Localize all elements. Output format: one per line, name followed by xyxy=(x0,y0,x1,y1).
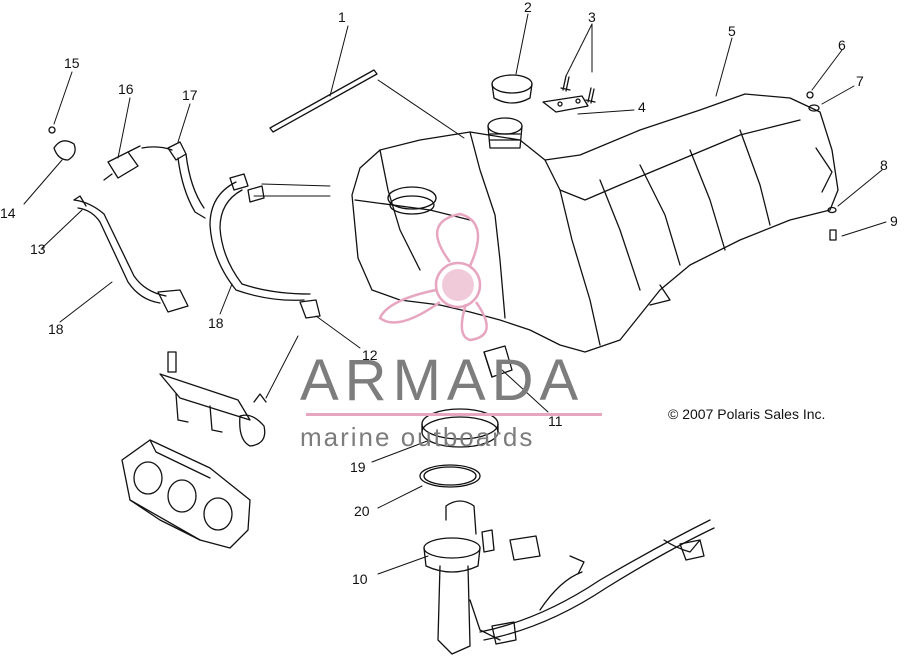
tank-seal xyxy=(419,464,481,488)
callout-labels: 1 2 3 4 5 6 7 8 9 10 11 12 13 14 15 16 1… xyxy=(0,0,898,587)
watermark-subtitle: marine outboards xyxy=(300,422,535,452)
callout-1: 1 xyxy=(338,9,346,25)
callout-5: 5 xyxy=(728,23,736,39)
watermark-rule xyxy=(306,413,602,416)
leader-lines xyxy=(23,13,887,575)
callout-4: 4 xyxy=(638,99,646,115)
callout-7: 7 xyxy=(856,73,864,89)
callout-18-left: 18 xyxy=(48,321,64,337)
callout-12: 12 xyxy=(362,347,378,363)
callout-20: 20 xyxy=(354,503,370,519)
callout-2: 2 xyxy=(524,0,532,15)
filler-neck xyxy=(487,117,523,149)
fuel-cap xyxy=(491,74,533,104)
callout-15: 15 xyxy=(64,55,80,71)
bracket-plate xyxy=(542,95,589,113)
fuel-tank xyxy=(351,93,839,353)
callout-10: 10 xyxy=(352,571,368,587)
callout-18-right: 18 xyxy=(208,315,224,331)
callout-19: 19 xyxy=(350,459,366,475)
watermark-word: ARMADA xyxy=(300,348,585,413)
copyright-notice: © 2007 Polaris Sales Inc. xyxy=(668,406,826,422)
callout-14: 14 xyxy=(0,205,16,221)
throttle-body xyxy=(121,439,251,549)
small-hardware xyxy=(806,91,837,241)
screws xyxy=(560,75,596,104)
callout-17: 17 xyxy=(182,87,198,103)
watermark-logo xyxy=(378,212,488,342)
vent-rod xyxy=(269,69,378,133)
fuel-pump xyxy=(423,500,715,655)
lock-ring xyxy=(421,408,499,448)
callout-11: 11 xyxy=(548,413,563,429)
callout-16: 16 xyxy=(118,81,134,97)
callout-9: 9 xyxy=(890,213,898,229)
tank-pad xyxy=(483,345,513,378)
callout-8: 8 xyxy=(880,157,888,173)
callout-3: 3 xyxy=(588,9,596,25)
fuel-hoses xyxy=(48,126,321,447)
callout-13: 13 xyxy=(30,241,46,257)
callout-6: 6 xyxy=(838,37,846,53)
